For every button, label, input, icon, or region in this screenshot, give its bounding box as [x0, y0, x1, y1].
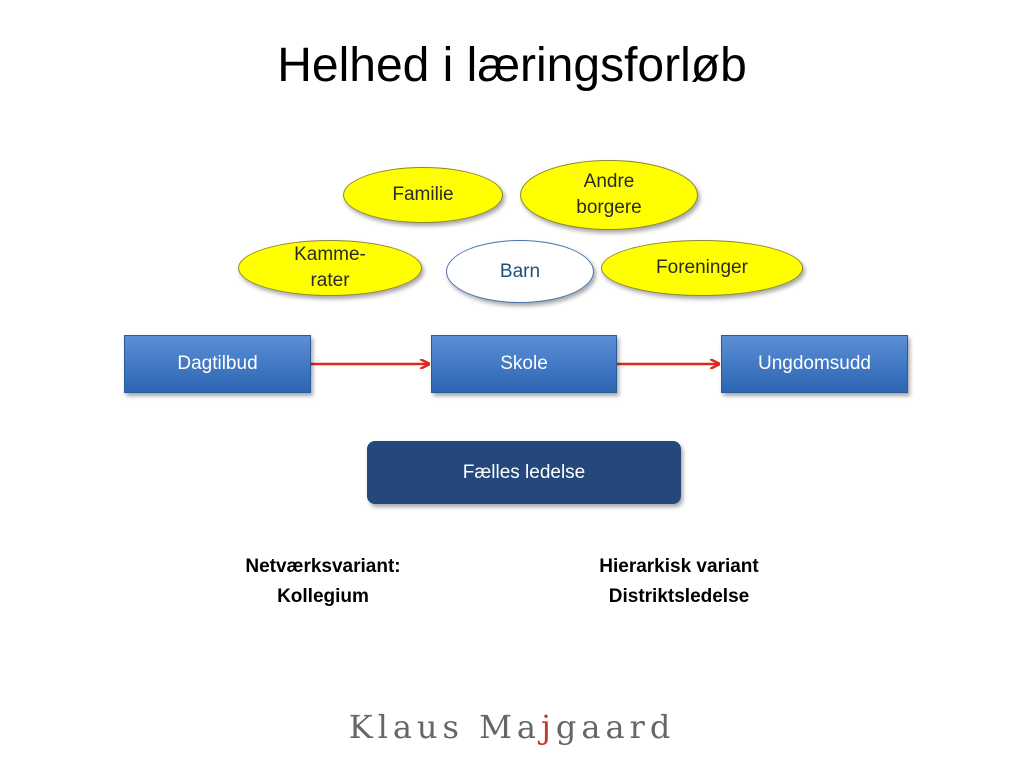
- slide-title: Helhed i læringsforløb: [277, 39, 747, 92]
- netvaerksvariant-line1: Netværksvariant:: [245, 556, 401, 577]
- dagtilbud-label: Dagtilbud: [177, 353, 258, 374]
- dagtilbud-box: Dagtilbud: [124, 335, 311, 393]
- skole-label: Skole: [500, 353, 548, 374]
- footer-part1: Klaus Ma: [348, 708, 541, 746]
- skole-box: Skole: [431, 335, 617, 393]
- barn-label: Barn: [499, 260, 541, 282]
- faelles-ledelse-label: Fælles ledelse: [462, 461, 586, 483]
- hierarkisk-variant-line1: Hierarkisk variant: [599, 556, 759, 577]
- hierarkisk-variant-line2: Distriktsledelse: [608, 586, 750, 607]
- netvaerksvariant-text: Netværksvariant: Kollegium: [193, 552, 453, 612]
- author-footer: Klaus Majgaard: [0, 708, 1024, 746]
- ungdomsudd-box: Ungdomsudd: [721, 335, 908, 393]
- foreninger-label: Foreninger: [656, 257, 748, 279]
- ungdomsudd-label: Ungdomsudd: [757, 353, 872, 374]
- andre-borgere-label-line1: Andre: [583, 171, 635, 193]
- footer-accent-letter: j: [540, 708, 556, 746]
- kammerater-label-line1: Kamme-: [294, 244, 366, 266]
- kammerater-ellipse: Kamme- rater: [238, 240, 422, 296]
- andre-borgere-label-line2: borgere: [576, 197, 642, 218]
- hierarkisk-variant-text: Hierarkisk variant Distriktsledelse: [549, 552, 809, 612]
- kammerater-label-line2: rater: [310, 270, 350, 291]
- familie-ellipse: Familie: [343, 167, 503, 223]
- footer-part2: gaard: [555, 708, 676, 746]
- familie-label: Familie: [392, 184, 454, 206]
- barn-ellipse: Barn: [446, 240, 594, 303]
- netvaerksvariant-line2: Kollegium: [277, 586, 369, 607]
- foreninger-ellipse: Foreninger: [601, 240, 803, 296]
- andre-borgere-ellipse: Andre borgere: [520, 160, 698, 230]
- faelles-ledelse-box: Fælles ledelse: [367, 441, 681, 504]
